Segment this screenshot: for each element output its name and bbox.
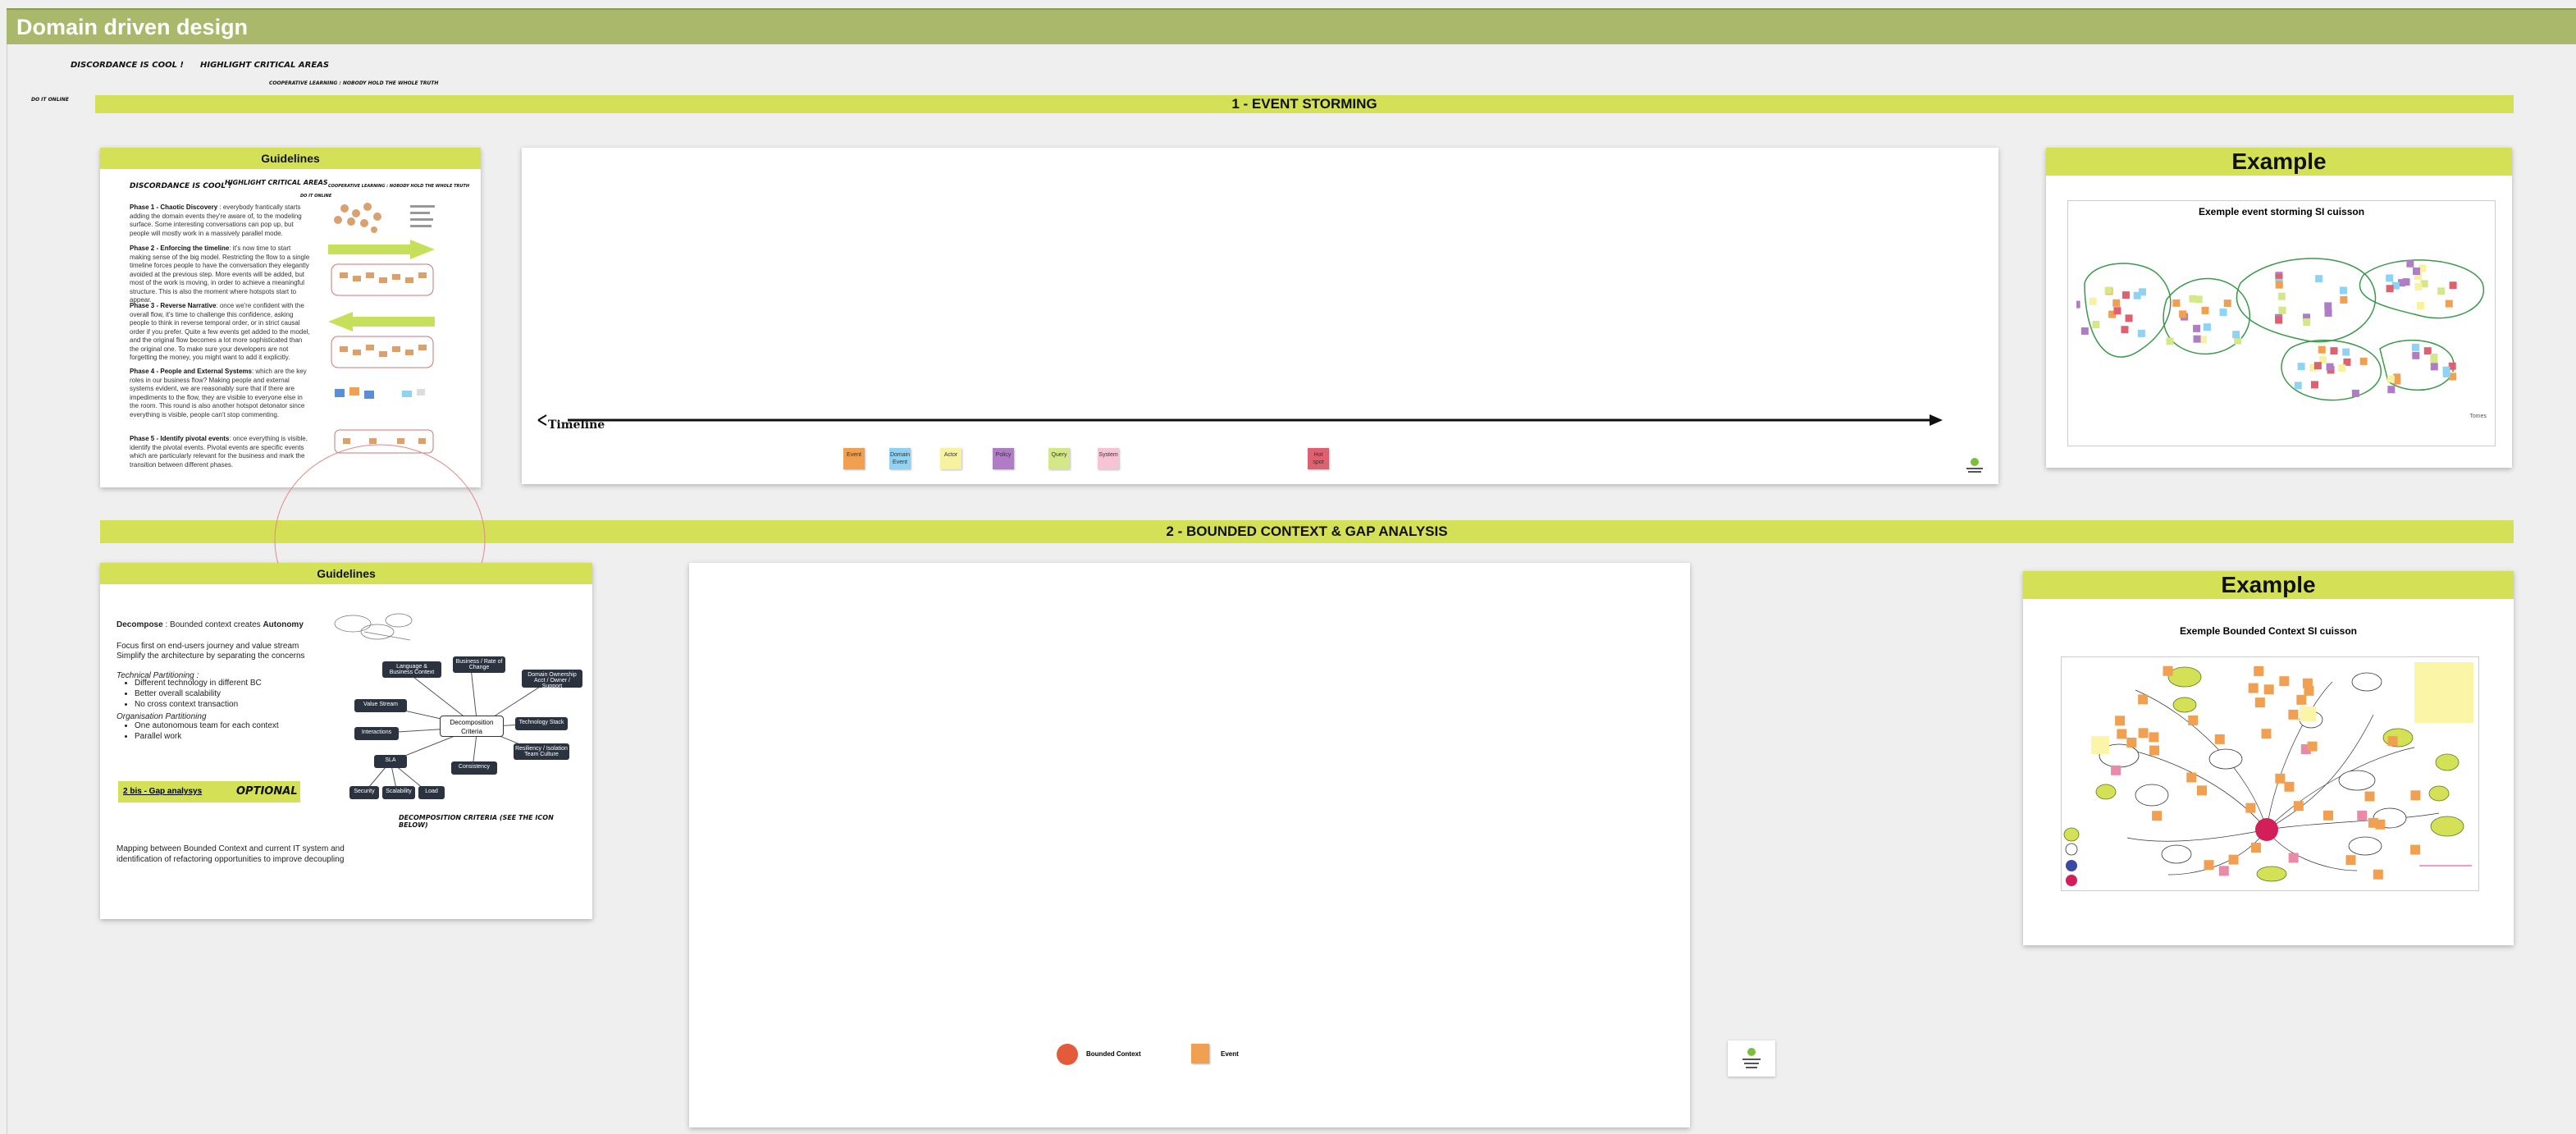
criteria-node: Business / Rate of Change <box>453 656 505 673</box>
decompose-line: Decompose : Bounded context creates Auto… <box>116 620 304 629</box>
criteria-node: Interactions <box>354 727 399 740</box>
event-legend-label: Event <box>1221 1050 1239 1058</box>
event-storming-board[interactable]: Timeline Event Domain Event Actor Policy Que… <box>522 148 1998 484</box>
criteria-node: Security <box>349 786 379 799</box>
focus-line-2: Simplify the architecture by separating … <box>116 652 305 661</box>
legend-sticky[interactable]: Hot spot <box>1308 448 1329 469</box>
focus-line-1: Focus first on end-users journey and val… <box>116 642 299 651</box>
tech-item: No cross context transaction <box>135 699 262 710</box>
bounded-context-legend-label: Bounded Context <box>1086 1050 1141 1058</box>
note-discordance[interactable]: DISCORDANCE IS COOL ! <box>71 61 184 70</box>
guidelines-card-2[interactable]: Guidelines Decompose : Bounded context c… <box>100 563 592 919</box>
example-image-2 <box>2061 656 2479 891</box>
guidelines-card-1[interactable]: Guidelines DISCORDANCE IS COOL ! HIGHLIG… <box>100 148 481 487</box>
canvas[interactable] <box>7 44 2576 1134</box>
org-list: One autonomous team for each context Par… <box>107 720 279 742</box>
phase-3: Phase 3 - Reverse Narrative: once we're … <box>130 302 310 361</box>
title-bar: Domain driven design <box>7 8 2576 44</box>
timeline-arrow <box>537 414 1943 426</box>
tech-list: Different technology in different BC Bet… <box>107 678 262 710</box>
example-storming-diagram <box>2076 258 2485 401</box>
section-2-band[interactable]: 2 - BOUNDED CONTEXT & GAP ANALYSIS <box>100 520 2514 543</box>
criteria-caption: DECOMPOSITION CRITERIA (SEE THE ICON BEL… <box>399 814 554 829</box>
phase-1: Phase 1 - Chaotic Discovery : everybody … <box>130 203 302 237</box>
example-title-2: Example <box>2023 571 2514 599</box>
criteria-node: Scalability <box>382 786 415 799</box>
section-1-band[interactable]: 1 - EVENT STORMING <box>95 95 2514 113</box>
ddd-logo-2 <box>1728 1040 1775 1077</box>
criteria-node: SLA <box>374 755 407 768</box>
note-small[interactable]: DO IT ONLINE <box>31 97 69 103</box>
sketch-doodle <box>334 613 413 641</box>
example-title-1: Example <box>2046 148 2512 176</box>
example-context-diagram <box>2063 662 2473 886</box>
note-highlight[interactable]: HIGHLIGHT CRITICAL AREAS <box>200 61 330 70</box>
section-1-title: 1 - EVENT STORMING <box>1231 96 1377 112</box>
criteria-node: Domain Ownership Acct / Owner / Support <box>522 670 582 689</box>
optional-label: OPTIONAL <box>236 785 298 798</box>
gap-analysis-label: 2 bis - Gap analysys <box>123 787 203 796</box>
guide-note-small: DO IT ONLINE <box>300 194 332 199</box>
bounded-context-legend-shape <box>1057 1044 1078 1065</box>
org-item: Parallel work <box>135 731 279 742</box>
note-cooperative[interactable]: COOPERATIVE LEARNING : NOBODY HOLD THE W… <box>269 80 439 86</box>
example-corner-note: Tomes <box>2469 414 2487 419</box>
example-subtitle-2: Exemple Bounded Context SI cuisson <box>2179 625 2358 637</box>
bounded-context-board[interactable]: Bounded Context Event <box>689 563 1690 1127</box>
phase-illustrations <box>328 203 435 454</box>
criteria-node: Consistency <box>451 761 497 775</box>
legend-sticky[interactable]: Policy <box>993 448 1014 469</box>
guide-note-highlight: HIGHLIGHT CRITICAL AREAS <box>225 179 328 186</box>
section-2-title: 2 - BOUNDED CONTEXT & GAP ANALYSIS <box>1166 524 1448 539</box>
guide-note-cooperative: COOPERATIVE LEARNING : NOBODY HOLD THE W… <box>328 184 470 189</box>
phase-2: Phase 2 - Enforcing the timeline: it's n… <box>130 245 310 304</box>
guidelines-title-2: Guidelines <box>100 563 592 584</box>
criteria-node: Load <box>418 786 445 799</box>
timeline-label: Timeline <box>548 418 605 432</box>
example-subtitle-1: Exemple event storming SI cuisson <box>2198 206 2365 217</box>
org-item: One autonomous team for each context <box>135 720 279 731</box>
bounded-context-swatch <box>1057 1044 1078 1065</box>
phase-4: Phase 4 - People and External Systems: w… <box>130 368 307 418</box>
legend-sticky[interactable]: System <box>1098 448 1119 469</box>
ddd-logo-1 <box>1964 455 1985 480</box>
mapping-text: Mapping between Bounded Context and curr… <box>116 844 345 864</box>
criteria-node: Language & Business Context <box>382 661 441 678</box>
legend-sticky[interactable]: Query <box>1048 448 1070 469</box>
tech-item: Different technology in different BC <box>135 678 262 688</box>
decomposition-diagram: Decomposition Criteria Language & Busine… <box>346 645 584 829</box>
gap-analysis-box[interactable]: 2 bis - Gap analysys OPTIONAL <box>118 781 300 802</box>
tech-title: Technical Partitioning : <box>116 671 199 680</box>
ddd-logo-icon <box>1966 458 1983 473</box>
example-card-2[interactable]: Example Exemple Bounded Context SI cuiss… <box>2023 571 2514 945</box>
guide-note-discordance: DISCORDANCE IS COOL ! <box>130 182 232 190</box>
legend-sticky[interactable]: Event <box>843 448 865 469</box>
example-image-1: Exemple event storming SI cuisson Tomes <box>2067 200 2496 446</box>
criteria-center: Decomposition Criteria <box>440 716 504 737</box>
guidelines-title-1: Guidelines <box>100 148 481 169</box>
tech-item: Better overall scalability <box>135 688 262 699</box>
event-legend-swatch <box>1191 1044 1209 1063</box>
legend-sticky[interactable]: Domain Event <box>889 448 911 469</box>
org-title: Organisation Partitioning <box>116 712 207 721</box>
criteria-node: Value Stream <box>354 699 407 712</box>
ddd-logo-icon <box>1742 1048 1761 1068</box>
board-title: Domain driven design <box>16 15 249 39</box>
legend-sticky[interactable]: Actor <box>940 448 961 469</box>
criteria-node: Resiliency / Isolation Team Culture <box>514 743 569 760</box>
example-card-1[interactable]: Example Exemple event storming SI cuisso… <box>2046 148 2512 468</box>
phase-5: Phase 5 - Identify pivotal events: once … <box>130 435 308 469</box>
criteria-node: Technology Stack <box>515 717 568 730</box>
